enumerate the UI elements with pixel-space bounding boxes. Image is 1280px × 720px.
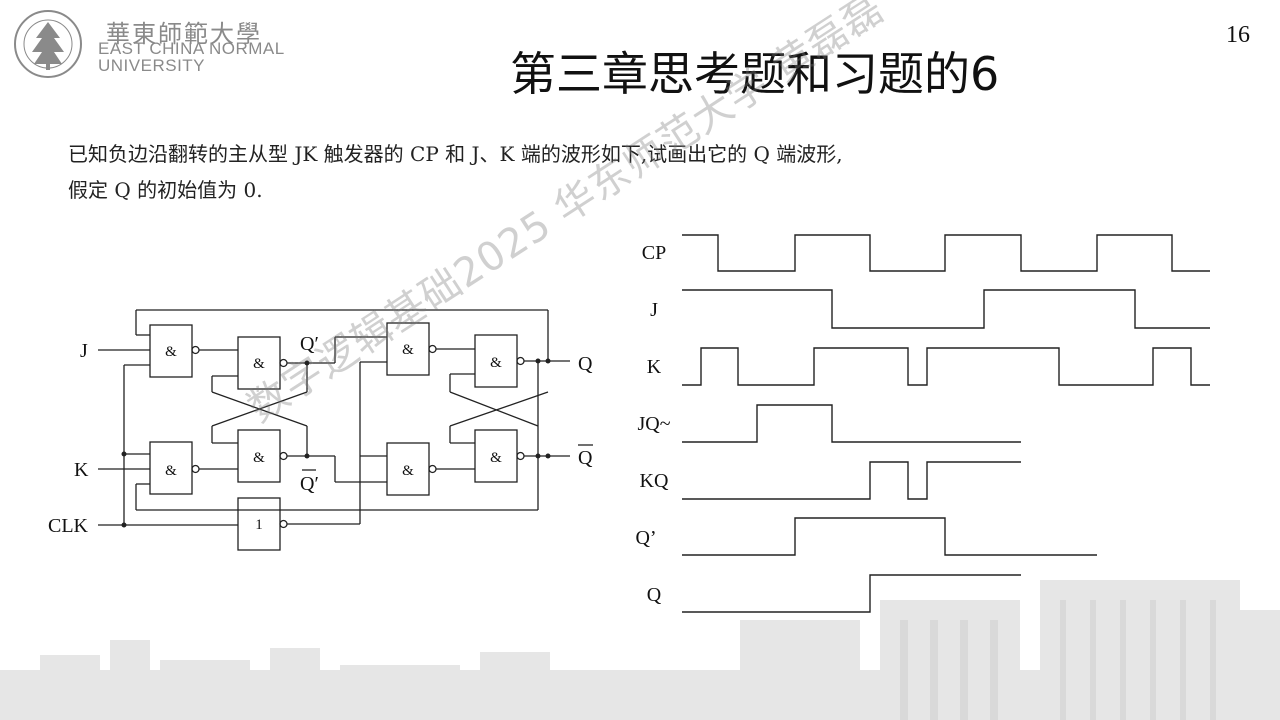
gate-symbol-and: & (490, 355, 502, 371)
gate-symbol-and: & (253, 450, 265, 466)
jk-flipflop-circuit-diagram: J K CLK Q′ Q′ Q Q & & & & & & & & 1 (48, 309, 593, 551)
circuit-label-q-bar: Q (578, 447, 593, 469)
circuit-label-q: Q (578, 353, 593, 375)
problem-statement: 已知负边沿翻转的主从型 JK 触发器的 CP 和 J、K 端的波形如下,试画出它… (68, 136, 843, 208)
signal-label-cp: CP (642, 242, 666, 264)
circuit-label-k: K (74, 459, 89, 481)
timing-diagram: CP J K JQ~ KQ Q’ Q (635, 234, 1210, 613)
waveform-cp (682, 234, 1210, 272)
logo-chinese-name: 華東師範大學 (106, 20, 262, 48)
circuit-label-clk: CLK (48, 515, 89, 537)
signal-label-q-prime: Q’ (635, 527, 656, 549)
problem-line-2: 假定 Q 的初始值为 0. (68, 178, 263, 202)
waveform-q (682, 574, 1021, 613)
problem-line-1: 已知负边沿翻转的主从型 JK 触发器的 CP 和 J、K 端的波形如下,试画出它… (68, 142, 843, 166)
gate-symbol-and: & (165, 344, 177, 360)
gate-symbol-not: 1 (255, 517, 263, 533)
logo-english-name-line1: EAST CHINA NORMAL (98, 39, 285, 58)
campus-background-image (0, 580, 1280, 720)
gate-symbol-and: & (490, 450, 502, 466)
university-logo: 華東師範大學 EAST CHINA NORMAL UNIVERSITY (10, 8, 300, 80)
waveform-q-prime (682, 517, 1097, 556)
signal-label-q: Q (647, 584, 662, 606)
logo-english-name-line2: UNIVERSITY (98, 56, 206, 75)
gate-symbol-and: & (253, 356, 265, 372)
signal-label-kq: KQ (640, 470, 669, 492)
slide-title: 第三章思考题和习题的6 (510, 47, 1000, 101)
gate-symbol-and: & (402, 342, 414, 358)
gate-symbol-and: & (165, 463, 177, 479)
gate-symbol-and: & (402, 463, 414, 479)
circuit-label-q-prime-bar: Q′ (300, 473, 319, 495)
page-number: 16 (1226, 22, 1250, 48)
waveform-kq (682, 461, 1021, 500)
signal-label-k: K (647, 356, 662, 378)
waveform-j (682, 289, 1210, 329)
signal-label-jq: JQ~ (637, 413, 670, 435)
signal-label-j: J (650, 299, 658, 321)
waveform-jq (682, 404, 1021, 443)
waveform-k (682, 347, 1210, 386)
circuit-label-j: J (80, 340, 88, 362)
circuit-label-q-prime: Q′ (300, 333, 319, 355)
university-emblem-icon (14, 10, 82, 78)
